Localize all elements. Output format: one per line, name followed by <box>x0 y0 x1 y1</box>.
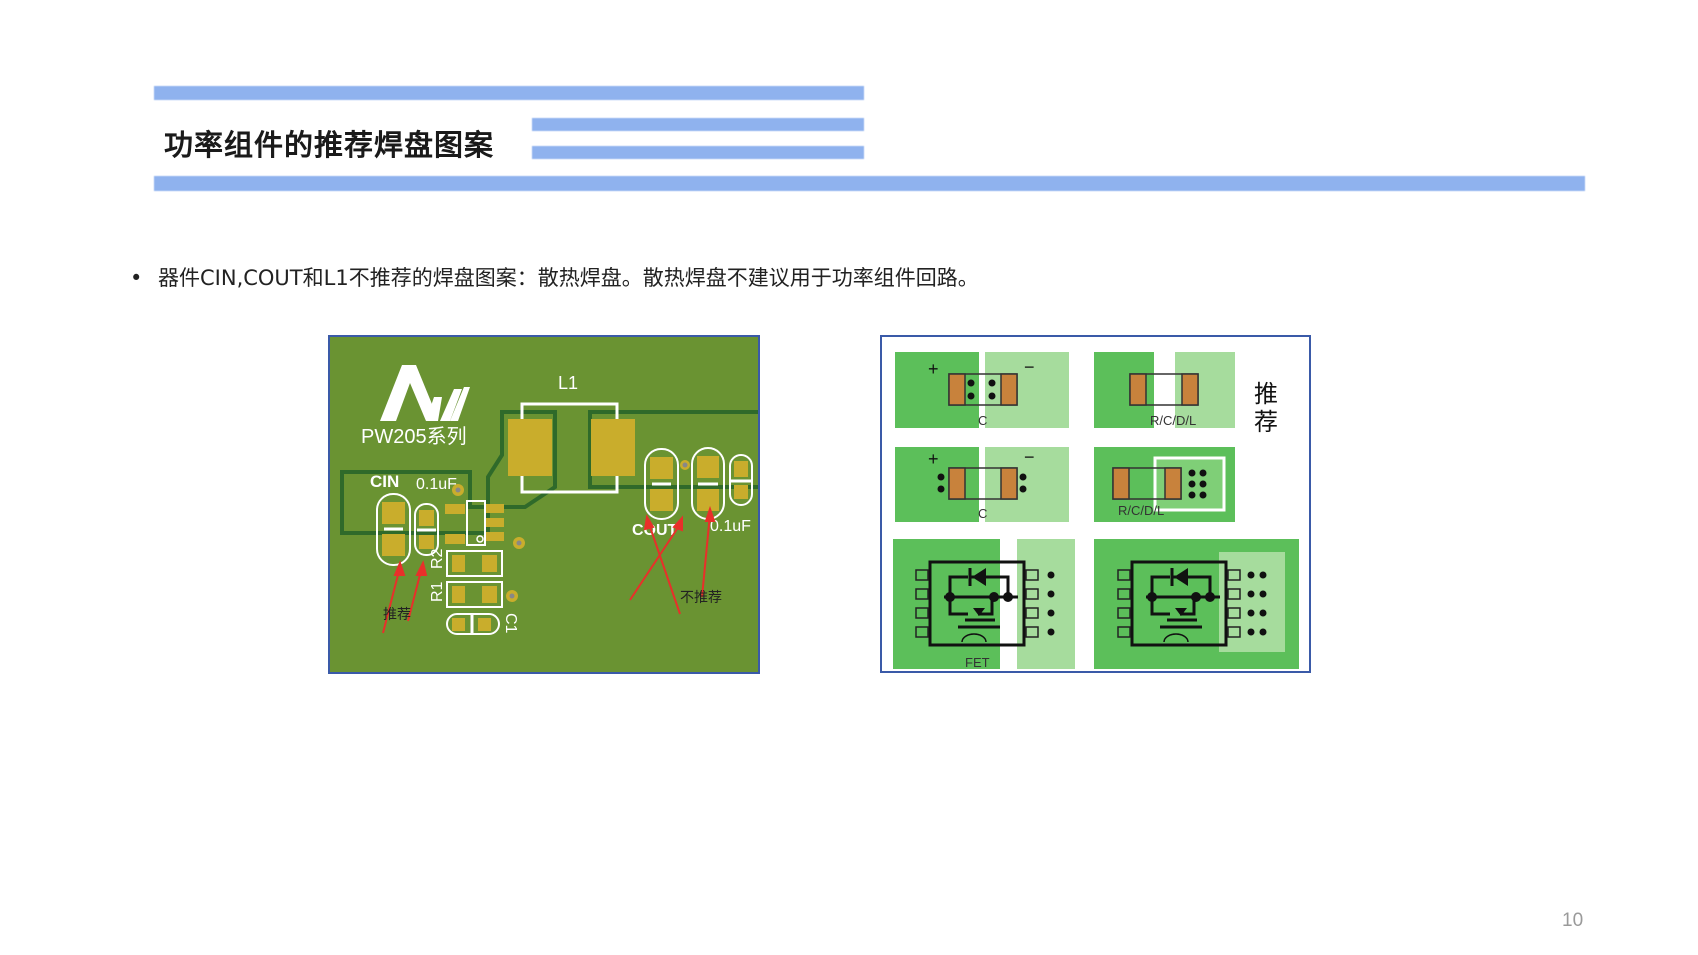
ic-silkscreen <box>466 500 486 546</box>
bullet-item: • 器件CIN,COUT和L1不推荐的焊盘图案：散热焊盘。散热焊盘不建议用于功率组… <box>130 262 979 292</box>
cin-pad <box>382 502 405 524</box>
recommended-char-2: 荐 <box>1254 409 1278 436</box>
label-c: C <box>978 506 987 521</box>
bullet-text: 器件CIN,COUT和L1不推荐的焊盘图案：散热焊盘。散热焊盘不建议用于功率组件… <box>158 266 979 290</box>
r1-label: R1 <box>429 581 446 602</box>
l1-pad <box>591 419 635 476</box>
r2-pad <box>419 535 434 549</box>
label-rcdl: R/C/D/L <box>1150 413 1196 428</box>
ic-pad <box>486 518 504 527</box>
header-decoration <box>154 86 864 100</box>
ic-pad <box>445 534 465 544</box>
r2-pad <box>419 510 434 526</box>
cout-label: COUT <box>632 522 678 539</box>
r1-silkscreen <box>446 581 503 608</box>
c1-pad <box>452 618 465 631</box>
cin-capsule <box>376 493 411 566</box>
pattern-rcdl-thermal-pad <box>1094 447 1235 522</box>
pattern-c-thermal-vias-between <box>895 352 1069 428</box>
pattern-c-vias-outside <box>895 447 1069 522</box>
r2-label: R2 <box>429 548 446 569</box>
cin-label: CIN <box>370 472 399 491</box>
header-decoration <box>532 146 864 159</box>
via-hole <box>516 540 522 546</box>
recommended-char-1: 推 <box>1254 381 1278 408</box>
ic-pad <box>486 532 504 541</box>
logo-text: PW205系列 <box>361 425 467 448</box>
minus-sign: − <box>1024 447 1035 467</box>
header-underline <box>154 176 1585 191</box>
minus-sign: − <box>1024 357 1035 377</box>
not-recommended-label: 不推荐 <box>680 589 722 605</box>
pw-logo <box>380 365 470 421</box>
red-arrows <box>382 505 716 634</box>
r1-pad <box>452 586 465 603</box>
plus-sign: + <box>928 359 939 379</box>
page-title: 功率组件的推荐焊盘图案 <box>164 128 495 162</box>
plus-sign: + <box>928 449 939 469</box>
cout-value: 0.1uF <box>710 518 751 535</box>
pad-pattern-reference-image: + − C R/C/D/L 推 荐 + − C R/C/D/L FET <box>880 335 1311 673</box>
l1-label: L1 <box>558 373 578 393</box>
l1-pad <box>508 419 552 476</box>
r2-pad <box>482 555 497 572</box>
ic-pad <box>486 504 504 513</box>
bullet-dot: • <box>130 266 143 290</box>
r1-pad <box>482 586 497 603</box>
pattern-fet-thermal-pad <box>1094 539 1299 669</box>
copper-traces <box>340 410 758 535</box>
label-fet: FET <box>965 655 990 670</box>
r2-capsule <box>414 503 439 556</box>
pcb-layout-image: PW205系列 L1 CIN 0.1uF R2 R1 C1 <box>328 335 760 674</box>
page-number: 10 <box>1562 910 1584 931</box>
header-decoration <box>532 118 864 131</box>
r2-pad <box>452 555 465 572</box>
pattern-rcdl-split <box>1094 352 1235 428</box>
ic-pin1-mark <box>476 535 484 543</box>
c1-label: C1 <box>502 613 519 634</box>
label-c: C <box>978 413 987 428</box>
r2-silkscreen <box>446 550 503 577</box>
cout-capacitors <box>644 447 753 520</box>
label-rcdl: R/C/D/L <box>1118 503 1164 518</box>
via-hole <box>455 487 461 493</box>
cin-value: 0.1uF <box>416 476 457 493</box>
ic-pad <box>445 504 465 514</box>
cin-pad <box>382 534 405 556</box>
pattern-fet-split <box>893 539 1075 669</box>
via-hole <box>509 593 515 599</box>
recommended-label: 推荐 <box>383 606 411 622</box>
c1-pad <box>478 618 491 631</box>
